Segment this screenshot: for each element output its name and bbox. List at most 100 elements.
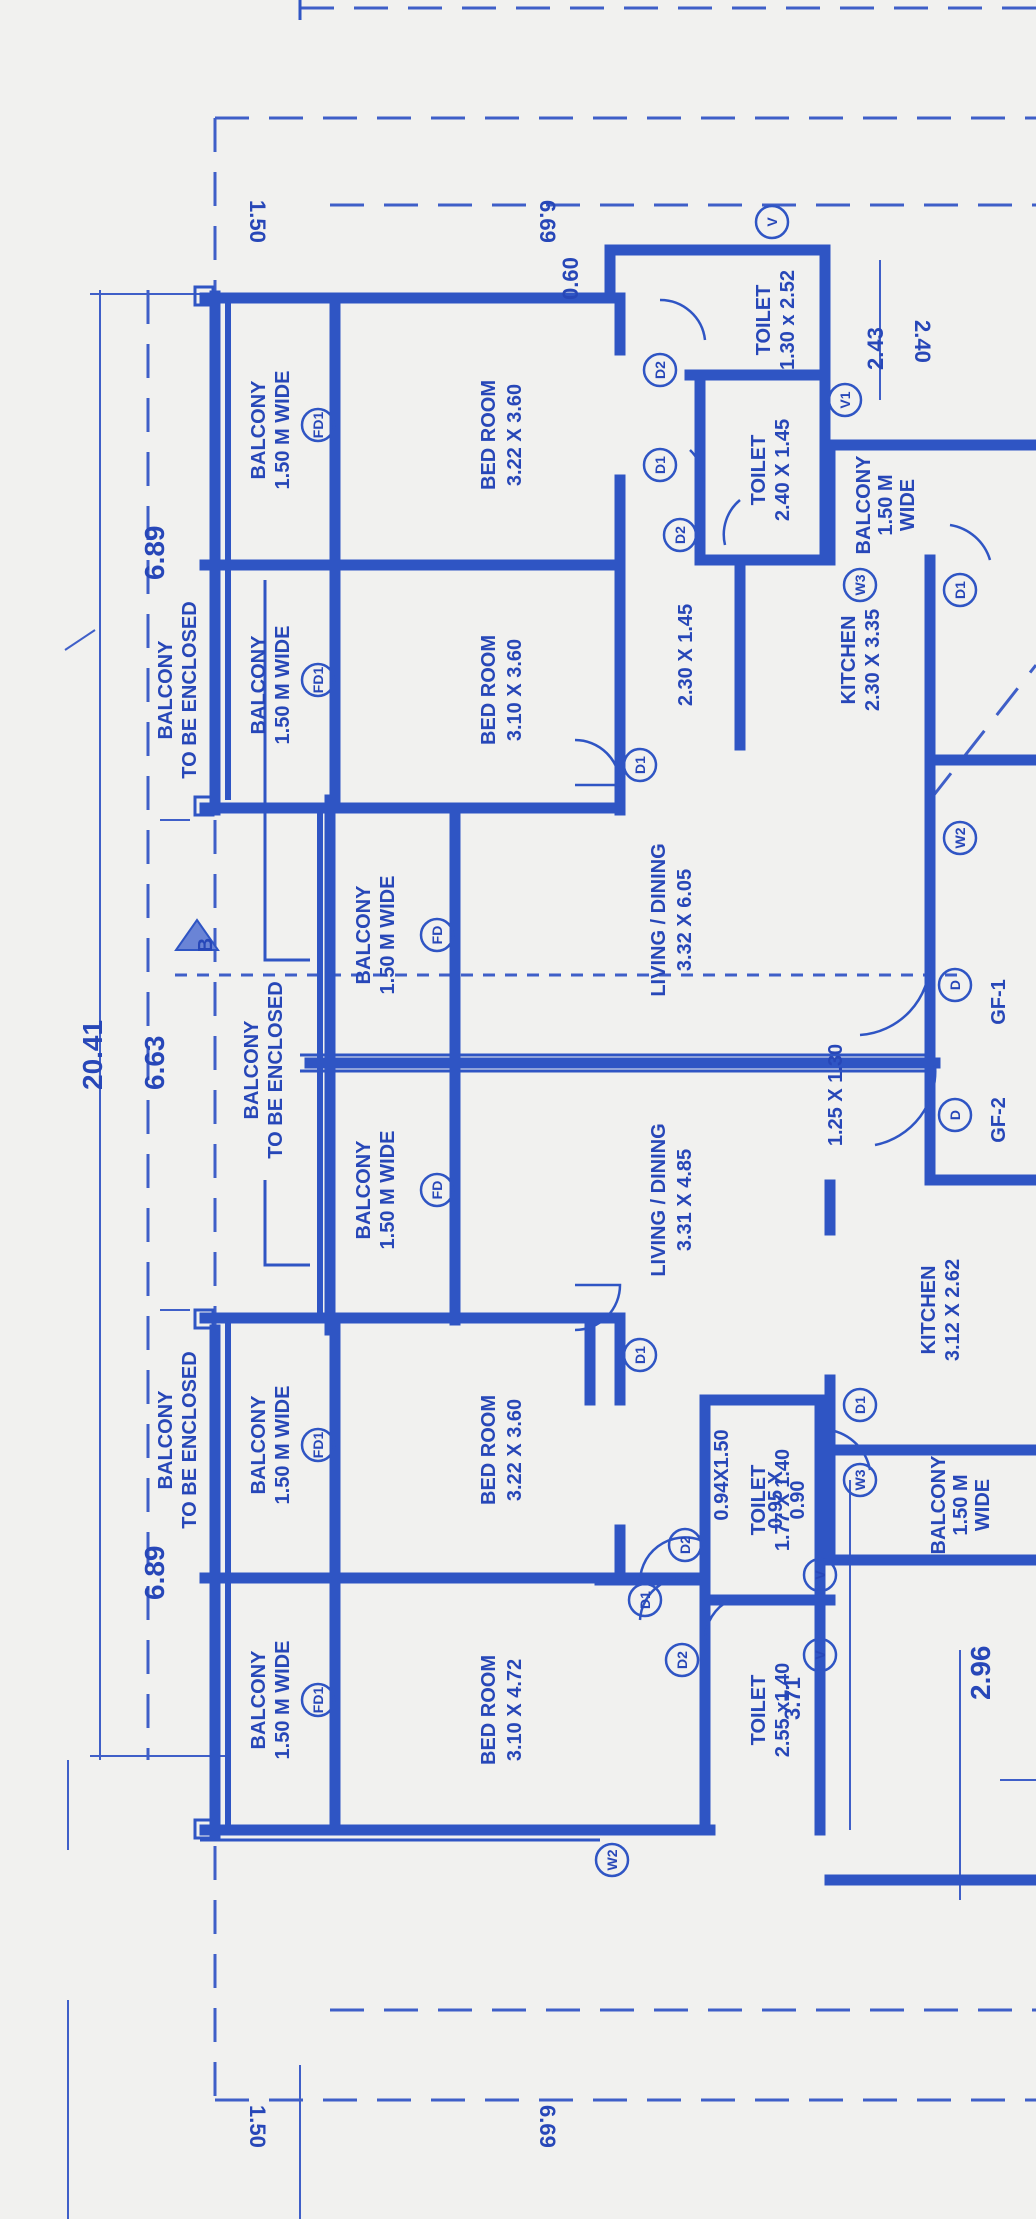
room-passage: 2.30 X 1.45 <box>675 604 697 706</box>
svg-text:1.50 M: 1.50 M <box>950 1474 972 1535</box>
svg-text:KITCHEN: KITCHEN <box>838 616 860 705</box>
svg-text:V: V <box>812 1650 828 1660</box>
tag-v-a: V <box>754 204 790 240</box>
svg-text:1.50 M: 1.50 M <box>875 474 897 535</box>
svg-text:1.50 M WIDE: 1.50 M WIDE <box>272 371 294 490</box>
dim-296: 2.96 <box>965 1646 996 1701</box>
tag-v-c: V <box>802 1637 838 1673</box>
svg-text:TOILET: TOILET <box>753 285 775 356</box>
svg-text:LIVING / DINING: LIVING / DINING <box>648 843 670 996</box>
svg-text:FD: FD <box>429 1181 445 1200</box>
section-marker: B <box>195 938 217 952</box>
dim-left-top: 1.50 <box>245 200 270 243</box>
dim-right-bottom: 6.69 <box>535 2105 560 2148</box>
tag-d1-d: D1 <box>622 1337 658 1373</box>
tag-fd1-d: FD1 <box>300 1682 336 1718</box>
dim-243: 2.43 <box>863 327 888 370</box>
svg-text:D: D <box>947 1110 963 1120</box>
tag-gf1: GF-1 <box>988 979 1010 1025</box>
svg-text:D1: D1 <box>952 581 968 599</box>
svg-text:1.50 M WIDE: 1.50 M WIDE <box>272 626 294 745</box>
tag-d1-f: D1 <box>842 1387 878 1423</box>
dimension-lines <box>67 260 1036 2219</box>
tag-fd-b: FD <box>419 1172 455 1208</box>
tag-v-b: V <box>802 1557 838 1593</box>
svg-text:D2: D2 <box>677 1536 693 1554</box>
svg-text:W3: W3 <box>852 574 868 595</box>
svg-text:BALCONY: BALCONY <box>155 640 177 740</box>
room-cell-094: 0.94X1.50 <box>711 1429 733 1520</box>
svg-text:TO BE ENCLOSED: TO BE ENCLOSED <box>179 1351 201 1528</box>
svg-text:1.50 M WIDE: 1.50 M WIDE <box>272 1641 294 1760</box>
svg-text:TOILET: TOILET <box>748 435 770 506</box>
svg-text:D1: D1 <box>637 1591 653 1609</box>
svg-text:BALCONY: BALCONY <box>248 635 270 735</box>
svg-text:BED ROOM: BED ROOM <box>478 635 500 745</box>
dim-top-mid: 6.63 <box>139 1036 170 1091</box>
svg-text:2.30 X 3.35: 2.30 X 3.35 <box>862 609 884 711</box>
svg-text:D: D <box>947 980 963 990</box>
svg-text:BED ROOM: BED ROOM <box>478 1655 500 1765</box>
svg-text:V1: V1 <box>837 391 853 408</box>
svg-text:W2: W2 <box>604 1849 620 1870</box>
tag-v1: V1 <box>827 382 863 418</box>
tag-d1-c: D1 <box>942 572 978 608</box>
svg-text:1.50 M WIDE: 1.50 M WIDE <box>272 1386 294 1505</box>
svg-text:TO BE ENCLOSED: TO BE ENCLOSED <box>265 981 287 1158</box>
svg-text:3.22 X 3.60: 3.22 X 3.60 <box>504 384 526 486</box>
tags: FD1 FD1 FD FD FD1 FD1 D2 D1 D2 D1 V V1 W… <box>195 204 1010 1878</box>
tag-fd1-b: FD1 <box>300 662 336 698</box>
svg-text:BED ROOM: BED ROOM <box>478 380 500 490</box>
svg-text:2.55 x1.40: 2.55 x1.40 <box>772 1663 794 1758</box>
dim-right-top: 1.50 <box>245 2105 270 2148</box>
dim-top-left: 6.89 <box>139 526 170 581</box>
tag-w3-b: W3 <box>842 1462 878 1498</box>
tag-w2-a: W2 <box>942 820 978 856</box>
svg-text:3.10 X 4.72: 3.10 X 4.72 <box>504 1659 526 1761</box>
svg-text:D2: D2 <box>652 361 668 379</box>
svg-text:FD1: FD1 <box>310 1687 326 1714</box>
svg-text:W3: W3 <box>852 1469 868 1490</box>
svg-text:TOILET: TOILET <box>748 1465 770 1536</box>
svg-text:LIVING / DINING: LIVING / DINING <box>648 1123 670 1276</box>
svg-text:BALCONY: BALCONY <box>248 1650 270 1750</box>
dim-overall: 20.41 <box>77 1020 108 1090</box>
svg-text:1.77 X 1.40: 1.77 X 1.40 <box>772 1449 794 1551</box>
svg-text:1.30 x 2.52: 1.30 x 2.52 <box>777 270 799 370</box>
svg-text:V: V <box>812 1570 828 1580</box>
dim-371: 3.71 <box>780 1677 805 1720</box>
dim-top-right: 6.89 <box>139 1546 170 1601</box>
room-stair: 1.25 X 1.30 <box>825 1044 847 1146</box>
rails <box>193 285 935 1842</box>
svg-text:3.31 X 4.85: 3.31 X 4.85 <box>674 1149 696 1251</box>
tag-d2-a: D2 <box>642 352 678 388</box>
svg-text:KITCHEN: KITCHEN <box>918 1266 940 1355</box>
tag-fd1-a: FD1 <box>300 407 336 443</box>
tag-w2-b: W2 <box>594 1842 630 1878</box>
svg-text:3.12 X 2.62: 3.12 X 2.62 <box>942 1259 964 1361</box>
tag-d2-d: D2 <box>664 1642 700 1678</box>
tag-d1-b: D1 <box>622 747 658 783</box>
svg-text:BALCONY: BALCONY <box>353 885 375 985</box>
svg-text:V: V <box>764 217 780 227</box>
svg-text:3.10 X 3.60: 3.10 X 3.60 <box>504 639 526 741</box>
tag-w3-a: W3 <box>842 567 878 603</box>
svg-text:BALCONY: BALCONY <box>248 380 270 480</box>
